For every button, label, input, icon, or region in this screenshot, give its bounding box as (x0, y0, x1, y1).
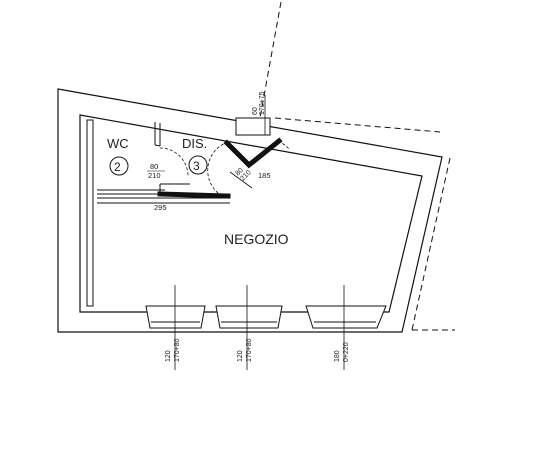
wall-185-label: 185 (258, 171, 271, 180)
room-label-dis: DIS. (182, 136, 207, 151)
room-number-dis: 3 (193, 159, 200, 173)
windows (145, 305, 387, 329)
window-1-width: 120 (165, 350, 172, 362)
top-opening-width: 60 (252, 107, 259, 115)
outer-walls (57, 88, 443, 333)
window-2-width: 120 (237, 350, 244, 362)
top-opening (235, 117, 271, 136)
dashed-reference-lines (259, 1, 455, 331)
window-1-dims: 120 170+80 (165, 338, 181, 362)
door-swings (159, 140, 291, 199)
window-3-height: 0+220 (343, 342, 350, 362)
top-opening-height: 170+75 (259, 91, 266, 115)
top-opening-dims: 60 170+75 (252, 91, 266, 115)
room-number-wc: 2 (114, 160, 121, 174)
window-3-width: 180 (334, 350, 341, 362)
room-label-wc: WC (107, 136, 129, 151)
wc-door-height: 210 (148, 171, 161, 180)
window-2-height: 170+80 (246, 338, 253, 362)
room-number-circles (109, 155, 208, 176)
thick-walls (157, 137, 283, 199)
wall-295-label: 295 (154, 203, 167, 212)
dis-door-width: 80 (234, 167, 245, 178)
room-label-negozio: NEGOZIO (224, 231, 289, 247)
window-1-height: 170+80 (174, 338, 181, 362)
wc-door-width: 80 (150, 162, 158, 171)
interior-partitions (86, 119, 230, 307)
dimension-lines (174, 95, 345, 370)
window-2-dims: 120 170+80 (237, 338, 253, 362)
window-3-dims: 180 0+220 (334, 342, 350, 362)
